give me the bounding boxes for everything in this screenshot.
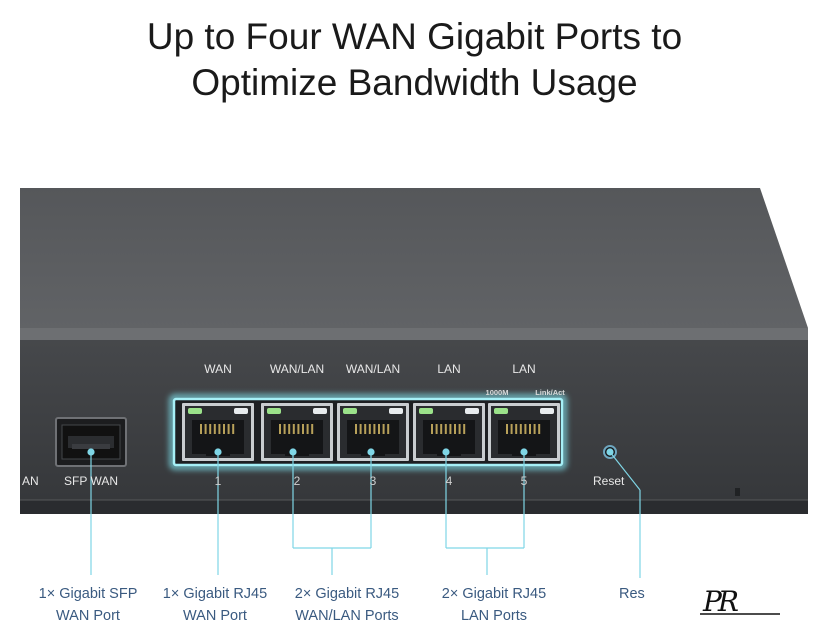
callout-wan-lan: 2× Gigabit RJ45 WAN/LAN Ports: [295, 583, 399, 627]
reset-label: Reset: [593, 474, 625, 488]
callout-rj45-wan: 1× Gigabit RJ45 WAN Port: [163, 583, 267, 627]
foot-notch: [735, 488, 740, 496]
callout-reset: Res: [619, 586, 645, 602]
rj45-port-4: [413, 403, 485, 461]
chassis-edge: [20, 328, 808, 340]
pr-logo: [700, 613, 780, 615]
led-label-1000m: 1000M: [485, 388, 509, 397]
callout-line-reset-diag: [609, 451, 641, 491]
port-number-5: 5: [520, 474, 528, 488]
callout-sfp-wan-line-1: 1× Gigabit SFP: [38, 586, 138, 602]
rj45-port-1: [182, 403, 254, 461]
pr-logo-text: PR: [703, 585, 739, 618]
callout-lan-line-2: LAN Ports: [460, 608, 528, 624]
port-label-wan-lan-2: WAN/LAN: [269, 362, 325, 376]
port-label-wan: WAN: [204, 362, 232, 376]
headline-line-1: Up to Four WAN Gigabit Ports to: [146, 16, 683, 57]
rj45-port-2: [261, 403, 333, 461]
port-label-lan-4: LAN: [437, 362, 461, 376]
callout-rj45-wan-line-2: WAN Port: [183, 608, 247, 624]
port-number-1: 1: [214, 474, 222, 488]
headline-line-2: Optimize Bandwidth Usage: [191, 62, 638, 103]
callout-sfp-wan: 1× Gigabit SFP WAN Port: [39, 583, 138, 627]
chassis-top: [20, 188, 808, 328]
callout-wan-lan-line-2: WAN/LAN Ports: [295, 608, 399, 624]
callout-wan-lan-line-1: 2× Gigabit RJ45: [294, 586, 400, 602]
edge-label: AN: [22, 474, 39, 488]
callout-lan: 2× Gigabit RJ45 LAN Ports: [442, 583, 546, 627]
rj45-port-5: [488, 403, 560, 461]
sfp-port: [55, 417, 127, 467]
port-number-3: 3: [369, 474, 377, 488]
callout-sfp-wan-line-2: WAN Port: [56, 608, 120, 624]
port-label-lan-5: LAN: [512, 362, 536, 376]
port-number-2: 2: [293, 474, 301, 488]
headline: Up to Four WAN Gigabit Ports to Optimize…: [0, 14, 829, 106]
callout-rj45-wan-line-1: 1× Gigabit RJ45: [162, 586, 268, 602]
callout-lan-line-1: 2× Gigabit RJ45: [441, 586, 547, 602]
port-label-wan-lan-3: WAN/LAN: [345, 362, 401, 376]
led-label-link-act: Link/Act: [535, 388, 565, 397]
sfp-wan-label: SFP WAN: [64, 474, 119, 488]
chassis-base: [20, 500, 808, 514]
port-number-4: 4: [445, 474, 453, 488]
